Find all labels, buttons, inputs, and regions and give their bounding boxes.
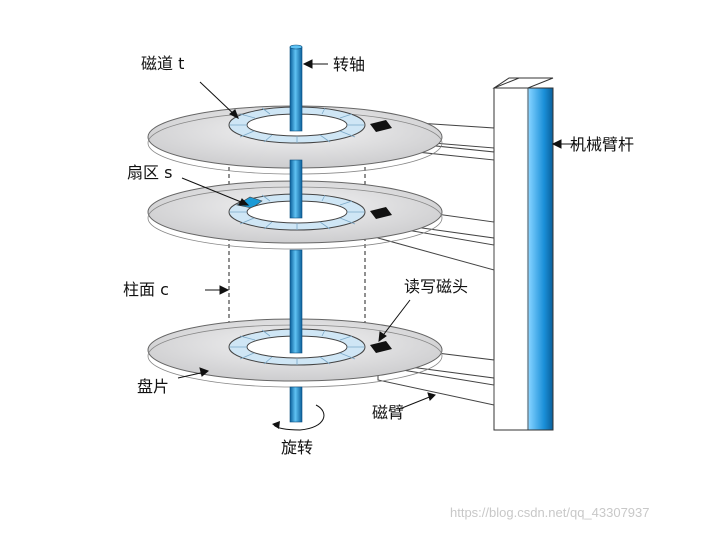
label-platter: 盘片 bbox=[137, 377, 169, 396]
watermark: https://blog.csdn.net/qq_43307937 bbox=[450, 505, 650, 520]
actuator-post bbox=[492, 77, 554, 431]
label-track: 磁道 t bbox=[141, 54, 184, 73]
label-arm: 磁臂 bbox=[372, 403, 404, 422]
label-spindle: 转轴 bbox=[333, 55, 365, 74]
label-cylinder: 柱面 c bbox=[123, 280, 169, 299]
head-bottom bbox=[370, 341, 392, 353]
label-sector: 扇区 s bbox=[127, 163, 172, 182]
label-rw-head: 读写磁头 bbox=[404, 277, 468, 296]
rw-heads bbox=[370, 120, 392, 353]
head-top bbox=[370, 120, 392, 132]
rotation-arrow bbox=[272, 404, 325, 431]
head-middle bbox=[370, 207, 392, 219]
label-rotation: 旋转 bbox=[281, 438, 313, 457]
label-arm-assembly: 机械臂杆 bbox=[570, 135, 634, 154]
spindle bbox=[289, 44, 303, 423]
leader-arrows bbox=[177, 59, 583, 409]
